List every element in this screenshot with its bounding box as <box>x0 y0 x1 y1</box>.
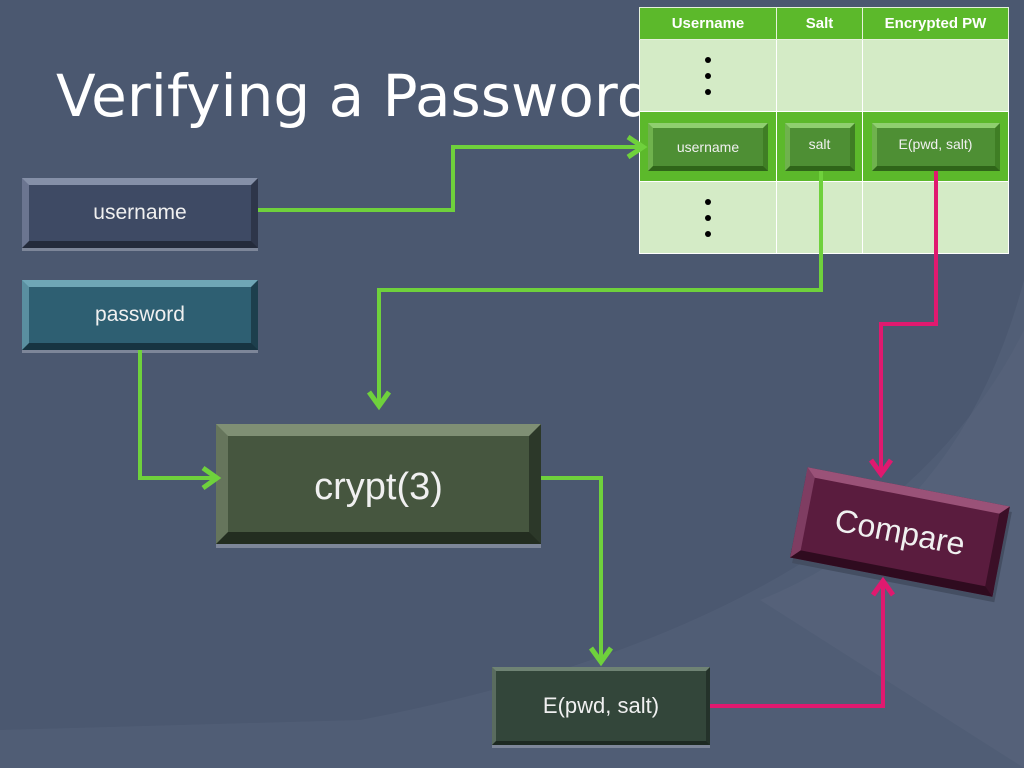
salt-arrow-head <box>366 390 392 411</box>
ellipsis-dots <box>640 198 776 237</box>
username-input-box: username <box>22 178 258 248</box>
password-input-box: password <box>22 280 258 350</box>
output-to-compare-arrow <box>710 582 885 708</box>
output-compare-arrow-head <box>870 576 896 597</box>
table-header-salt: Salt <box>776 7 863 40</box>
encrypted-output-box: E(pwd, salt) <box>492 667 710 745</box>
table-header-username: Username <box>639 7 777 40</box>
row-username-box: username <box>648 122 768 171</box>
password-arrow-head <box>201 465 222 491</box>
table-cell <box>639 181 777 254</box>
table-cell: salt <box>776 111 863 182</box>
row-salt-box: salt <box>784 122 855 171</box>
output-arrow-head <box>588 646 614 667</box>
ellipsis-dots <box>640 56 776 95</box>
row-encrypted-box: E(pwd, salt) <box>871 122 1000 171</box>
salt-to-crypt-arrow <box>377 171 823 405</box>
table-cell: E(pwd, salt) <box>862 111 1009 182</box>
username-to-table-arrow <box>258 145 642 212</box>
crypt-to-output-arrow <box>541 476 603 661</box>
table-cell <box>776 39 863 112</box>
stored-arrow-head <box>868 458 894 479</box>
crypt-function-box: crypt(3) <box>216 424 541 544</box>
password-table: Username Salt Encrypted PW username salt… <box>639 7 1009 254</box>
table-cell: username <box>639 111 777 182</box>
table-cell <box>862 39 1009 112</box>
username-arrow-head <box>626 134 648 160</box>
stored-to-compare-arrow <box>879 171 938 473</box>
slide-title: Verifying a Password <box>56 62 654 130</box>
password-to-crypt-arrow <box>138 350 216 480</box>
table-row-highlighted: username salt E(pwd, salt) <box>639 111 1009 182</box>
